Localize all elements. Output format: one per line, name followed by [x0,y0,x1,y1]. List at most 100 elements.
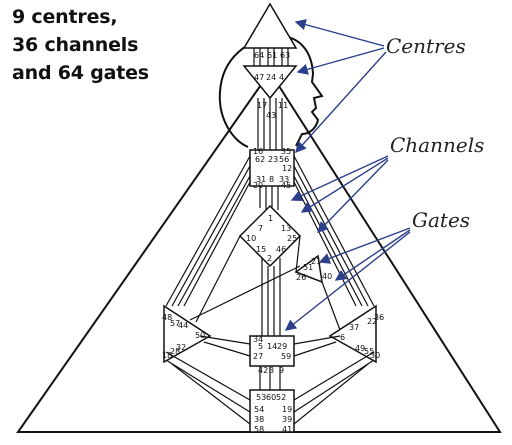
head-centre [242,2,298,49]
gate-13-label: 13 [281,224,291,233]
callout-channels: Channels [390,133,485,157]
right-diagonal-channels [293,155,375,307]
gate-23-label: 23 [268,155,278,164]
gate-15-label: 15 [256,245,266,254]
gate-51-label: 51 [303,263,313,272]
arrow-channels-2 [300,157,389,213]
gate-62-label: 62 [255,155,265,164]
gate-43-label: 43 [266,111,276,120]
gate-31-label: 31 [256,175,266,184]
gate-58-label: 58 [254,425,264,434]
gate-39-label: 39 [282,415,292,424]
root-centre [249,389,295,433]
gate-8-label: 8 [269,175,274,184]
ajna-throat-channels [257,98,283,150]
gate-25-label: 25 [287,234,297,243]
spleen-centre [163,304,212,364]
gate-16-label: 16 [253,147,263,156]
arrow-gates-2 [334,229,411,281]
callout-gates: Gates [412,208,471,232]
gate-9-label: 9 [279,366,284,375]
side-sacral-channels [189,235,341,357]
gate-26-label: 26 [296,273,306,282]
gate-36-label: 36 [374,313,384,322]
arrow-channels-3 [317,159,389,234]
gate-22-label: 22 [367,317,377,326]
gate-37-label: 37 [349,323,359,332]
gate-18-label: 18 [162,351,172,360]
gate-29-label: 29 [277,342,287,351]
gate-34-label: 34 [253,335,263,344]
gate-20-label: 20 [253,181,263,190]
gate-1-label: 1 [268,214,273,223]
gate-5-label: 5 [258,342,263,351]
gate-11-label: 11 [278,101,288,110]
g-centre [238,204,302,268]
gate-2-label: 2 [267,254,272,263]
gate-52-label: 52 [276,393,286,402]
gate-59-label: 59 [281,352,291,361]
gate-24-label: 24 [266,73,276,82]
ajna-centre [242,65,298,100]
heading-line-1: 9 centres, [12,6,118,28]
arrow-centres-ajna [296,47,385,75]
gate-64-label: 64 [254,51,264,60]
sacral-centre [249,335,295,367]
gate-35-label: 35 [281,147,291,156]
gate-45-label: 45 [281,181,291,190]
gate-49-label: 49 [355,344,365,353]
gate-42-label: 42 [258,366,268,375]
heading-line-2: 36 channels [12,34,139,56]
gate-32-label: 32 [176,343,186,352]
gate-63-label: 63 [280,51,290,60]
lower-diagonal-channels [165,351,375,425]
gate-10-label: 10 [246,234,256,243]
gate-56-label: 56 [279,155,289,164]
gate-53-label: 53 [256,393,266,402]
gate-28-label: 28 [170,347,180,356]
solar-plexus-centre [328,304,377,364]
gate-12-label: 12 [282,164,292,173]
gate-30-label: 30 [370,351,380,360]
gate-38-label: 38 [254,415,264,424]
gate-17-label: 17 [257,101,267,110]
sacral-root-channels [259,366,281,390]
arrow-centres-throat [295,51,387,154]
gate-6-label: 6 [340,333,345,342]
heart-centre [294,254,323,284]
gate-54-label: 54 [254,405,264,414]
throat-g-channels [259,186,279,210]
throat-centre [249,149,295,187]
gate-57-label: 57 [170,319,180,328]
gate-21-label: 21 [311,257,321,266]
gate-14-label: 14 [267,342,277,351]
callout-centres: Centres [386,34,466,58]
arrow-channels-1 [290,155,389,202]
g-sacral-channels [261,258,281,336]
heading-line-3: and 64 gates [12,62,149,84]
gate-55-label: 55 [364,347,374,356]
gate-48-label: 48 [162,313,172,322]
gate-61-label: 61 [267,51,277,60]
gate-46-label: 46 [276,245,286,254]
gate-41-label: 41 [282,425,292,434]
gate-50-label: 50 [195,331,205,340]
gate-19-label: 19 [282,405,292,414]
gate-47-label: 47 [254,73,264,82]
gate-60-label: 60 [266,393,276,402]
gate-3-label: 3 [269,366,274,375]
arrow-gates-3 [284,231,411,331]
head-ajna-channels [253,48,289,66]
gate-27-label: 27 [253,352,263,361]
gate-44-label: 44 [178,321,188,330]
arrow-centres-head [294,19,385,47]
gate-4-label: 4 [279,73,284,82]
gate-40-label: 40 [322,272,332,281]
arrow-gates-1 [318,227,411,264]
left-diagonal-channels [165,155,251,307]
gate-7-label: 7 [258,224,263,233]
callout-arrows [284,19,411,331]
